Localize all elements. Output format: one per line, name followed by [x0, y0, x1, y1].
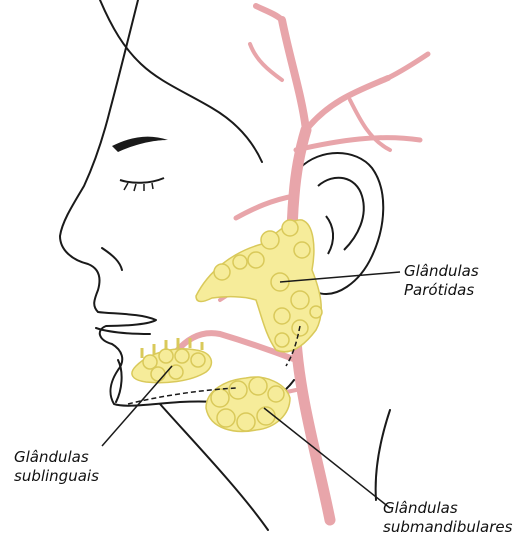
label-sublingual-glands: Glândulas sublinguais [14, 448, 99, 486]
eyelid [120, 178, 164, 183]
label-sublingual-line2: sublinguais [14, 467, 99, 486]
label-sublingual-line1: Glândulas [14, 448, 99, 467]
label-submandibular-line1: Glândulas [383, 499, 512, 518]
label-submandibular-glands: Glândulas submandibulares [383, 499, 512, 537]
label-submandibular-line2: submandibulares [383, 518, 512, 537]
eyelashes [124, 183, 153, 191]
eye [112, 137, 168, 191]
label-parotid-line2: Parótidas [404, 281, 479, 300]
submandibular-gland [206, 377, 290, 431]
eyebrow [112, 137, 168, 152]
sublingual-gland [132, 338, 212, 383]
label-parotid-line1: Glândulas [404, 262, 479, 281]
label-parotid-glands: Glândulas Parótidas [404, 262, 479, 300]
glands [132, 220, 322, 432]
